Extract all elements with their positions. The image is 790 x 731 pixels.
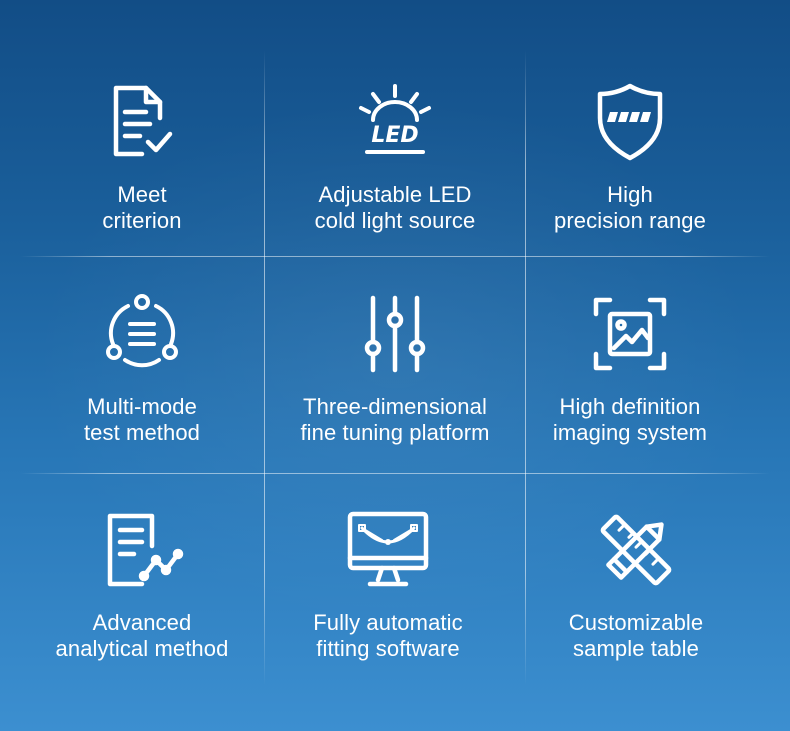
cycle-list-icon [100,292,184,376]
document-check-icon [100,80,184,164]
grid-divider-horizontal-bottom [20,473,770,474]
report-chart-icon [100,508,184,592]
feature-title-line2: imaging system [552,420,708,445]
feature-title-line2: precision range [554,208,706,233]
feature-advanced-analytical: Advanced analytical method [12,508,272,662]
sliders-icon [353,292,437,376]
feature-high-definition: High definition imaging system [500,292,760,446]
feature-meet-criterion: Meet criterion [12,80,272,234]
feature-title-line2: sample table [573,636,699,661]
feature-customizable-table: Customizable sample table [506,508,766,662]
feature-title-line1: Fully automatic [313,610,463,635]
monitor-curve-icon [346,508,430,592]
pencil-ruler-icon [594,508,678,592]
led-light-icon: LED [353,80,437,164]
grid-divider-vertical-left [264,50,265,685]
feature-multi-mode: Multi-mode test method [12,292,272,446]
feature-title-line1: Multi-mode [87,394,197,419]
feature-title-line1: Adjustable LED [318,182,472,207]
feature-adjustable-led: LED Adjustable LED cold light source [265,80,525,234]
feature-title-line1: Three-dimensional [303,394,487,419]
feature-title-line2: test method [83,420,201,445]
feature-title-line1: High definition [559,394,701,419]
feature-title-line1: High [607,182,653,207]
feature-title-line1: Customizable [568,610,704,635]
feature-title-line2: criterion [102,208,182,233]
grid-divider-horizontal-top [20,256,770,257]
feature-title-line2: fine tuning platform [300,420,490,445]
feature-three-dimensional: Three-dimensional fine tuning platform [265,292,525,446]
grid-divider-vertical-right [525,50,526,685]
feature-title-line1: Advanced [92,610,192,635]
feature-high-precision: High precision range [500,80,760,234]
led-text: LED [371,123,418,148]
feature-title-line1: Meet [117,182,167,207]
feature-title-line2: fitting software [316,636,460,661]
image-frame-icon [588,292,672,376]
feature-title-line2: analytical method [55,636,229,661]
shield-icon [588,80,672,164]
feature-fully-automatic: Fully automatic fitting software [258,508,518,662]
feature-title-line2: cold light source [314,208,476,233]
